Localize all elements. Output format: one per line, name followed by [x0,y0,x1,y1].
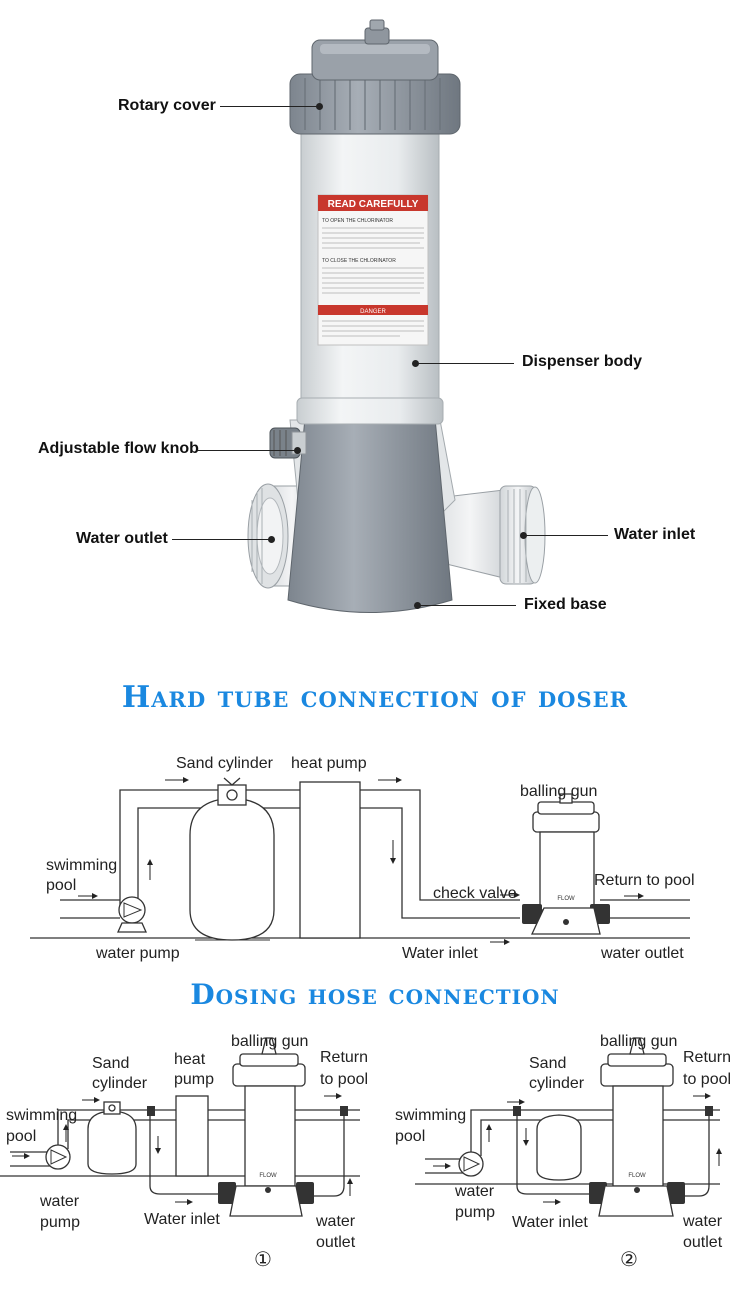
heat-pump-symbol [299,781,361,939]
hard-tube-pipes [30,789,690,939]
leader-fixed-base [418,605,516,606]
label-swimming-3: swimming [395,1107,466,1124]
diagram-number-1: ① [254,1247,272,1271]
leader-flow-knob [198,450,298,451]
leader-water-inlet [524,535,608,536]
flow-knob-shape [269,427,307,459]
water-pump-symbol-3 [458,1151,484,1177]
water-pump-symbol-2 [45,1144,71,1170]
label-water-pump-2: pump [40,1214,80,1231]
label-dispenser-body: Dispenser body [522,353,643,370]
label-swimming-2: swimming [6,1107,77,1124]
label-water-inlet-1: Water inlet [402,945,478,962]
label-water-outlet-2b: outlet [316,1234,356,1251]
product-illustration: READ CAREFULLY TO OPEN THE CHLORINATOR T… [38,19,696,613]
flow-mark-1: FLOW [557,896,575,902]
label-fixed-base: Fixed base [524,596,607,613]
marker-water-outlet [268,536,275,543]
heat-pump-symbol-2 [175,1095,209,1177]
hard-tube-diagram: FLOW Sand cylinder heat pump balling gun… [30,755,695,962]
rotary-cover-shape [289,19,461,135]
marker-dispenser-body [412,360,419,367]
label-water-inlet-2: Water inlet [144,1211,220,1228]
marker-rotary-cover [316,103,323,110]
label-sand-cylinder-1: Sand cylinder [176,755,274,772]
label-heat-2: heat [174,1051,206,1068]
leader-water-outlet [172,539,270,540]
sand-cylinder-symbol [189,777,275,941]
label-check-valve: check valve [433,885,517,902]
label-return-2: Return [320,1049,368,1066]
sticker-close-heading: TO CLOSE THE CHLORINATOR [322,258,396,264]
label-water-outlet-3a: water [682,1213,723,1230]
marker-fixed-base [414,602,421,609]
section-heading-hard-tube: Hard tube connection of doser [121,680,629,715]
label-return-3: Return [683,1049,731,1066]
label-balling-gun-2: balling gun [231,1033,308,1050]
label-return-to-pool-1: Return to pool [594,872,695,889]
label-water-pump-1: water pump [95,945,180,962]
sticker-title: READ CAREFULLY [328,199,419,210]
label-flow-knob: Adjustable flow knob [38,440,199,457]
doser-symbol-2: FLOW [218,1037,314,1217]
flow-arrows-3 [433,1093,722,1205]
label-water-outlet-1: water outlet [600,945,684,962]
leader-rotary-cover [220,106,320,107]
label-water-3: water [454,1183,495,1200]
label-balling-gun-1: balling gun [520,783,597,800]
label-sand-3: Sand [529,1055,566,1072]
label-water-outlet-2a: water [315,1213,356,1230]
label-rotary-cover: Rotary cover [118,97,216,114]
label-pool-2: pool [6,1128,36,1145]
flow-mark-2: FLOW [259,1173,277,1179]
hose-diagram-2: FLOW Sand cylinder balling gun Return to… [395,1033,731,1271]
label-water-outlet-3b: outlet [683,1234,723,1251]
doser-symbol-3: FLOW [589,1037,685,1217]
flow-arrows-1 [78,777,644,945]
label-water-pump-3: pump [455,1204,495,1221]
label-to-pool-3: to pool [683,1071,731,1088]
label-balling-gun-3: balling gun [600,1033,677,1050]
label-water-2: water [39,1193,80,1210]
water-pump-symbol [116,896,148,933]
instruction-sticker: READ CAREFULLY TO OPEN THE CHLORINATOR T… [317,194,429,346]
sticker-open-heading: TO OPEN THE CHLORINATOR [322,218,393,224]
label-pump-2: pump [174,1071,214,1088]
sand-cylinder-symbol-2 [87,1101,137,1175]
doser-symbol: FLOW [522,793,610,935]
label-water-inlet-3: Water inlet [512,1214,588,1231]
label-pool-3: pool [395,1128,425,1145]
sand-cylinder-symbol-3 [536,1114,582,1181]
flow-mark-3: FLOW [628,1173,646,1179]
chlorinator-drawing: READ CAREFULLY TO OPEN THE CHLORINATOR T… [247,19,546,613]
label-water-inlet: Water inlet [614,526,696,543]
diagram-number-2: ② [620,1247,638,1271]
leader-dispenser-body [416,363,514,364]
label-sand-2: Sand [92,1055,129,1072]
label-to-pool-2: to pool [320,1071,368,1088]
fixed-base-shape [287,417,453,613]
marker-flow-knob [294,447,301,454]
label-heat-pump-1: heat pump [291,755,367,772]
sticker-danger: DANGER [360,309,386,315]
label-cylinder-2: cylinder [92,1075,148,1092]
label-cylinder-3: cylinder [529,1075,585,1092]
flow-arrows-2 [12,1093,353,1205]
label-water-outlet: Water outlet [76,530,168,547]
section-heading-dosing-hose: Dosing hose connection [190,978,560,1011]
marker-water-inlet [520,532,527,539]
hose-diagram-1: FLOW Sand cylinder heat pump balling gun… [0,1033,368,1271]
